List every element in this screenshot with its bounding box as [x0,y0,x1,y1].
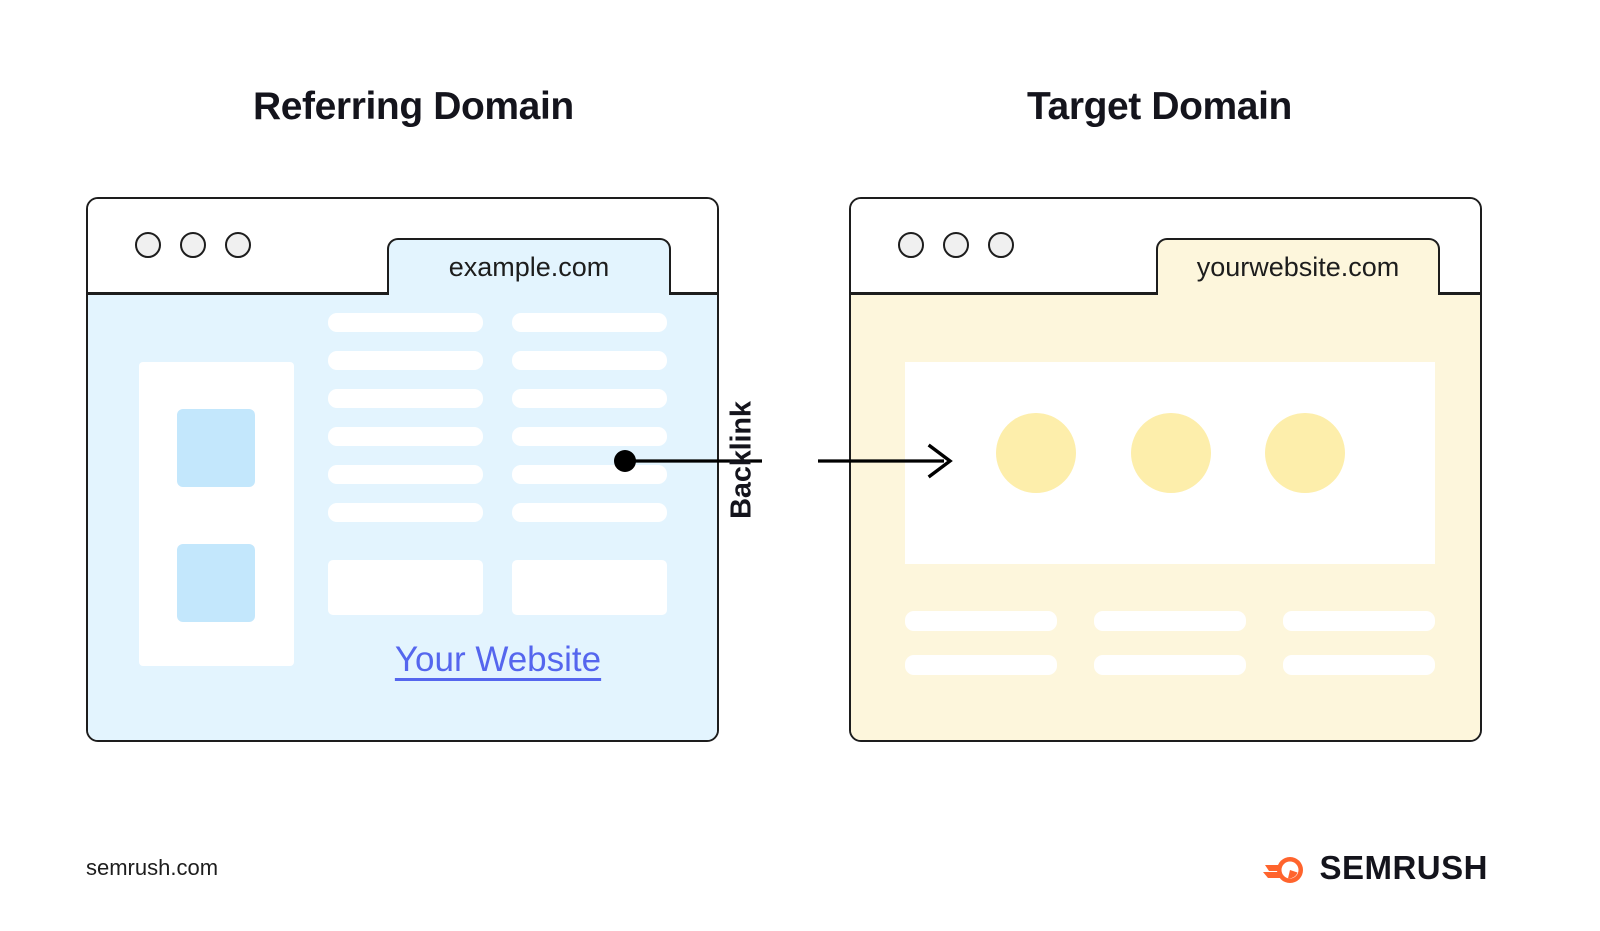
referring-placeholder-bar [328,502,483,522]
your-website-link-wrapper: Your Website [328,640,668,680]
referring-placeholder-bar [328,312,483,332]
minimize-dot-icon[interactable] [943,232,969,258]
semrush-logo: SEMRUSH [1263,849,1488,887]
referring-page-viewport: Your Website [88,294,717,740]
target-placeholder-bar [905,610,1057,631]
referring-placeholder-bar [328,464,483,484]
referring-placeholder-bar [512,426,667,446]
referring-placeholder-bar [328,426,483,446]
backlink-label: Backlink [725,401,758,519]
referring-placeholder-block [512,559,667,615]
referring-placeholder-bar [512,350,667,370]
referring-sidebar-card [139,361,294,666]
target-hero-circle [996,412,1076,493]
target-placeholder-bar [1094,610,1246,631]
target-hero-circle [1265,412,1345,493]
target-hero-card [905,361,1435,564]
your-website-link[interactable]: Your Website [394,639,602,679]
target-tab-label: yourwebsite.com [1196,252,1400,282]
referring-placeholder-bar [512,312,667,332]
referring-placeholder-bar [328,388,483,408]
target-placeholder-bar [1283,610,1435,631]
target-browser-tab[interactable]: yourwebsite.com [1156,238,1440,295]
close-dot-icon[interactable] [898,232,924,258]
maximize-dot-icon[interactable] [225,232,251,258]
referring-placeholder-bar [328,350,483,370]
referring-placeholder-bar [512,464,667,484]
referring-traffic-lights [135,232,251,258]
minimize-dot-icon[interactable] [180,232,206,258]
target-traffic-lights [898,232,1014,258]
referring-placeholder-block [328,559,483,615]
referring-sidebar-thumbnail [177,543,255,622]
target-page-viewport [851,294,1480,740]
referring-sidebar-thumbnail [177,408,255,487]
target-placeholder-bar [1283,654,1435,675]
target-domain-heading: Target Domain [1027,85,1292,128]
referring-tab-label: example.com [448,252,610,282]
semrush-wordmark: SEMRUSH [1319,849,1488,886]
semrush-comet-icon [1263,857,1304,883]
referring-domain-heading: Referring Domain [253,85,574,128]
target-browser-window: yourwebsite.com [849,197,1482,742]
target-placeholder-bar [905,654,1057,675]
referring-browser-window: example.com Your Website [86,197,719,742]
referring-placeholder-bar [512,388,667,408]
target-placeholder-bar [1094,654,1246,675]
referring-browser-tab[interactable]: example.com [387,238,671,295]
footer-source-url: semrush.com [86,855,219,880]
maximize-dot-icon[interactable] [988,232,1014,258]
close-dot-icon[interactable] [135,232,161,258]
target-hero-circle [1131,412,1211,493]
referring-placeholder-bar [512,502,667,522]
